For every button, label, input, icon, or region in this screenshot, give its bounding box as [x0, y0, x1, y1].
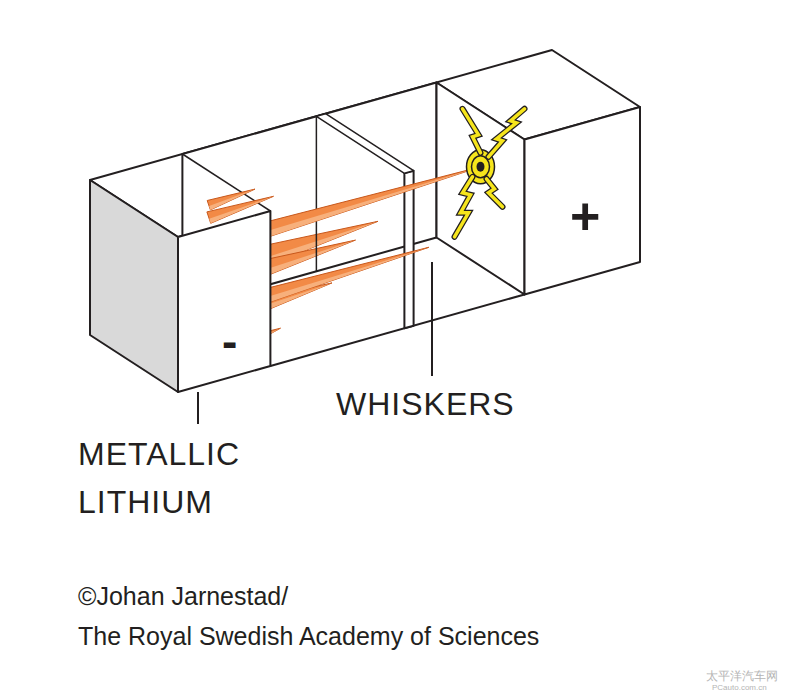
- short-circuit-spark: [477, 162, 485, 172]
- leader-line: [197, 392, 199, 424]
- lithium-front-face: [178, 211, 270, 392]
- separator: [316, 114, 413, 174]
- watermark: 太平洋汽车网: [706, 670, 778, 683]
- lightning-bolt: [463, 109, 481, 153]
- lithium-whisker: [245, 247, 429, 310]
- lightning-bolt: [489, 109, 525, 157]
- separator: [316, 116, 318, 271]
- lightning-bolt: [487, 179, 503, 207]
- part-label: WHISKERS: [336, 380, 515, 428]
- lithium-end-face: [90, 180, 178, 392]
- leader-line: [431, 262, 433, 376]
- cathode-front-face: [525, 107, 641, 295]
- copyright-caption: ©Johan Jarnestad/ The Royal Swedish Acad…: [78, 576, 718, 656]
- lightning-bolt: [463, 109, 481, 153]
- lightning-bolt: [487, 179, 503, 207]
- cathode-inner-face: [437, 83, 525, 295]
- separator: [404, 171, 413, 329]
- electrode-sign: +: [570, 190, 600, 242]
- watermark: PCauto.com.cn: [712, 684, 767, 693]
- part-label: METALLIC LITHIUM: [78, 430, 278, 526]
- lightning-bolt: [455, 177, 473, 237]
- lightning-bolt: [455, 177, 473, 237]
- electrode-sign: -: [222, 318, 237, 364]
- lightning-bolt: [489, 109, 525, 157]
- cell-floor-edge: [270, 295, 524, 367]
